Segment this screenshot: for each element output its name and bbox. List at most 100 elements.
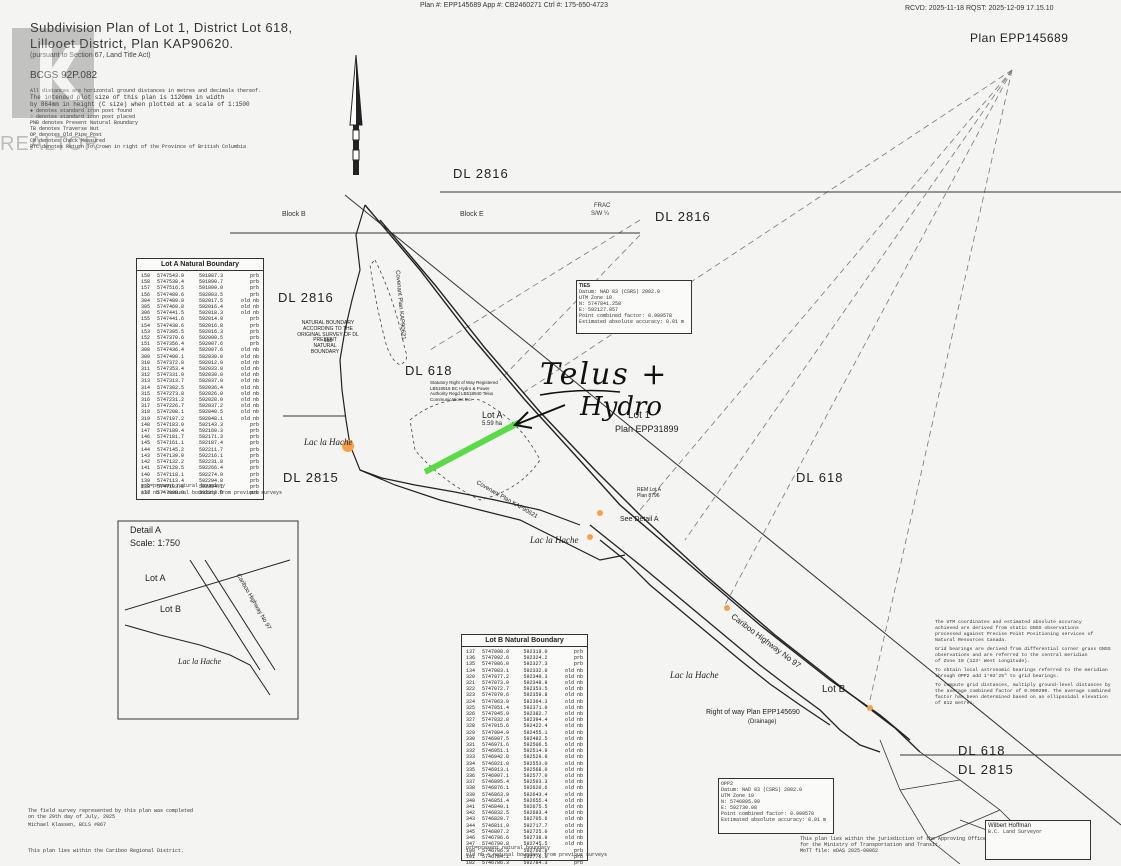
approving-officer-note: This plan lies within the jurisdiction o… bbox=[800, 836, 990, 854]
right-survey-notes: The UTM coordinates and estimated absolu… bbox=[935, 620, 1111, 706]
label-dl618-center: DL 618 bbox=[405, 363, 453, 378]
label-natural-boundary-note-1: NATURAL BOUNDARY ACCORDING TO THE ORIGIN… bbox=[297, 320, 359, 344]
detail-a-linework bbox=[117, 520, 299, 720]
bcgs-label: BCGS 92P.082 bbox=[30, 70, 97, 81]
label-drainage: (Drainage) bbox=[748, 719, 777, 725]
handwritten-telus: Telus + bbox=[540, 357, 669, 392]
label-dl2815-left: DL 2815 bbox=[283, 470, 339, 485]
survey-completion-note: The field survey represented by this pla… bbox=[28, 808, 194, 828]
highway-boundary bbox=[364, 204, 921, 753]
received-line: RCVD: 2025-11-18 RQST: 2025-12-09 17.15.… bbox=[905, 5, 1054, 12]
label-lac-la-hache-2: Lac la Hache bbox=[530, 535, 579, 545]
label-dl618-bottom: DL 618 bbox=[958, 743, 1006, 758]
handwritten-arrow bbox=[512, 404, 566, 429]
label-lot-a: Lot A bbox=[482, 410, 503, 420]
label-dl2816-right: DL 2816 bbox=[655, 209, 711, 224]
label-block-e: Block E bbox=[460, 211, 484, 218]
detail-a-lac: Lac la Hache bbox=[178, 657, 222, 666]
label-lot-1-plan: Plan EPP31899 bbox=[615, 424, 679, 434]
detail-a-lot-b: Lot B bbox=[160, 604, 182, 614]
label-lot-b: Lot B bbox=[822, 684, 846, 695]
label-dl2816-top: DL 2816 bbox=[453, 166, 509, 181]
gps-box: OPP2 Datum: NAD 83 (CSRS) 2002.0 UTM Zon… bbox=[718, 778, 834, 834]
label-sro-note: Statutory Right of Way Registered LB5189… bbox=[430, 380, 498, 402]
label-lac-la-hache-1: Lac la Hache bbox=[304, 437, 353, 447]
handwritten-hydro: Hydro bbox=[580, 392, 663, 422]
plan-number: Plan EPP145689 bbox=[970, 31, 1069, 45]
detail-a-scale: Scale: 1:750 bbox=[130, 538, 181, 548]
orange-markers bbox=[342, 440, 873, 711]
title-line-1: Subdivision Plan of Lot 1, District Lot … bbox=[30, 20, 293, 35]
label-lot-a-area: 5.59 ha bbox=[482, 421, 503, 427]
label-block-b: Block B bbox=[282, 211, 306, 218]
surveyor-company-block: Wilbert Hoffman B.C. Land Surveyor bbox=[985, 820, 1091, 860]
label-see-detail: See Detail A bbox=[620, 516, 659, 523]
label-lac-la-hache-3: Lac la Hache bbox=[670, 670, 719, 680]
regional-district-note: This plan lies within the Cariboo Region… bbox=[28, 848, 185, 854]
ties-box: TIES Datum: NAD 83 (CSRS) 2002.0 UTM Zon… bbox=[576, 280, 692, 334]
label-frac-sub: S/W ¼ bbox=[591, 211, 610, 217]
detail-a-lot-a: Lot A bbox=[145, 573, 166, 583]
district-lot-lines bbox=[230, 191, 1121, 826]
title-notes: All distances are horizontal ground dist… bbox=[30, 88, 262, 150]
realtor-logo-icon bbox=[12, 28, 94, 118]
label-right-of-way: Right of way Plan EPP145690 bbox=[706, 709, 800, 716]
detail-a-title: Detail A bbox=[130, 525, 162, 535]
